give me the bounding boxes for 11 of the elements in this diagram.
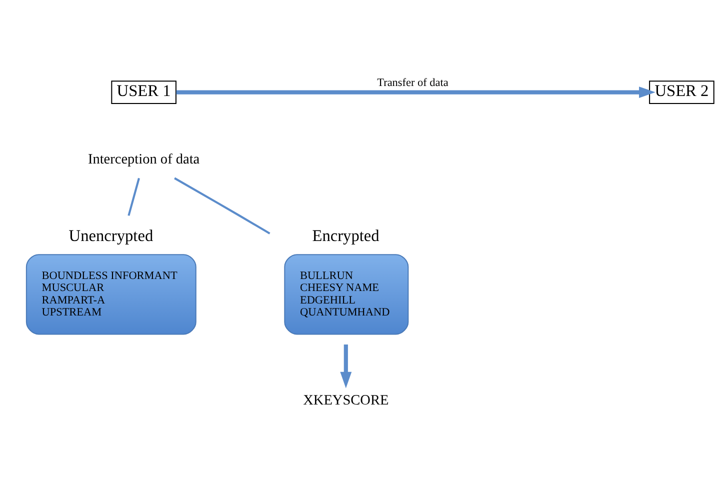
node-box: USER 1 bbox=[111, 80, 176, 104]
node-box: USER 2 bbox=[649, 80, 714, 104]
connector bbox=[174, 176, 270, 234]
edge-label: Transfer of data bbox=[377, 76, 448, 88]
arrow bbox=[340, 344, 352, 388]
arrow bbox=[176, 86, 656, 98]
node-label: Encrypted bbox=[312, 226, 380, 245]
node-label: Unencrypted bbox=[68, 226, 154, 245]
node-text: Interception of data bbox=[88, 150, 200, 167]
node-text: XKEYSCORE bbox=[303, 392, 389, 408]
connector bbox=[128, 177, 140, 216]
